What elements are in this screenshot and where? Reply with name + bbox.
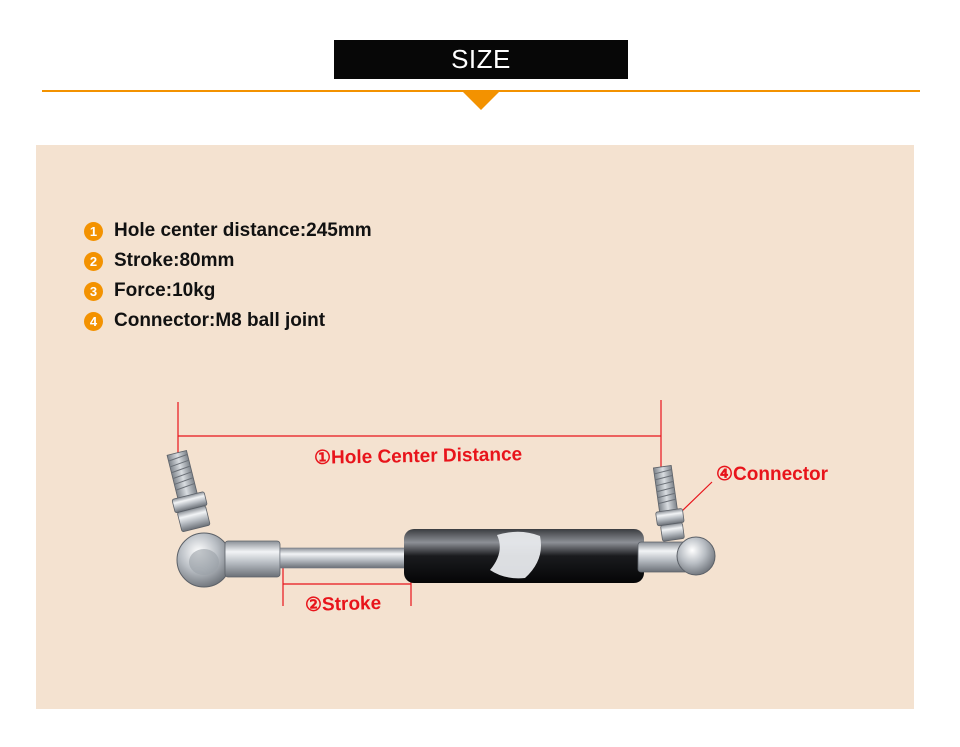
spec-number-badge: 1 xyxy=(84,221,103,241)
spec-number-badge: 2 xyxy=(84,251,103,271)
cylinder-body xyxy=(404,529,644,583)
spec-text: Connector:M8 ball joint xyxy=(114,310,326,331)
spec-list: 1 Hole center distance:245mm 2 Stroke:80… xyxy=(84,216,372,336)
spec-item-connector: 4 Connector:M8 ball joint xyxy=(84,306,372,336)
left-ball-joint xyxy=(166,449,281,588)
connector-label: ④Connector xyxy=(716,464,829,485)
header-arrow-icon xyxy=(462,91,500,110)
spec-item-force: 3 Force:10kg xyxy=(84,276,372,306)
right-ball-joint xyxy=(637,465,716,576)
stroke-label: ②Stroke xyxy=(304,593,382,616)
connector-leader-line xyxy=(680,481,713,513)
spec-text: Stroke:80mm xyxy=(114,250,235,271)
spec-text: Force:10kg xyxy=(114,280,216,301)
spec-item-stroke: 2 Stroke:80mm xyxy=(84,246,372,276)
spec-number-badge: 4 xyxy=(84,311,103,331)
size-title-text: SIZE xyxy=(451,44,511,74)
spec-number-badge: 3 xyxy=(84,281,103,301)
piston-rod xyxy=(279,547,409,569)
hole-center-distance-label: ①Hole Center Distance xyxy=(313,444,523,469)
spec-panel xyxy=(36,145,914,709)
size-title: SIZE xyxy=(334,40,628,79)
spec-item-hole-distance: 1 Hole center distance:245mm xyxy=(84,216,372,246)
spec-text: Hole center distance:245mm xyxy=(114,220,372,241)
